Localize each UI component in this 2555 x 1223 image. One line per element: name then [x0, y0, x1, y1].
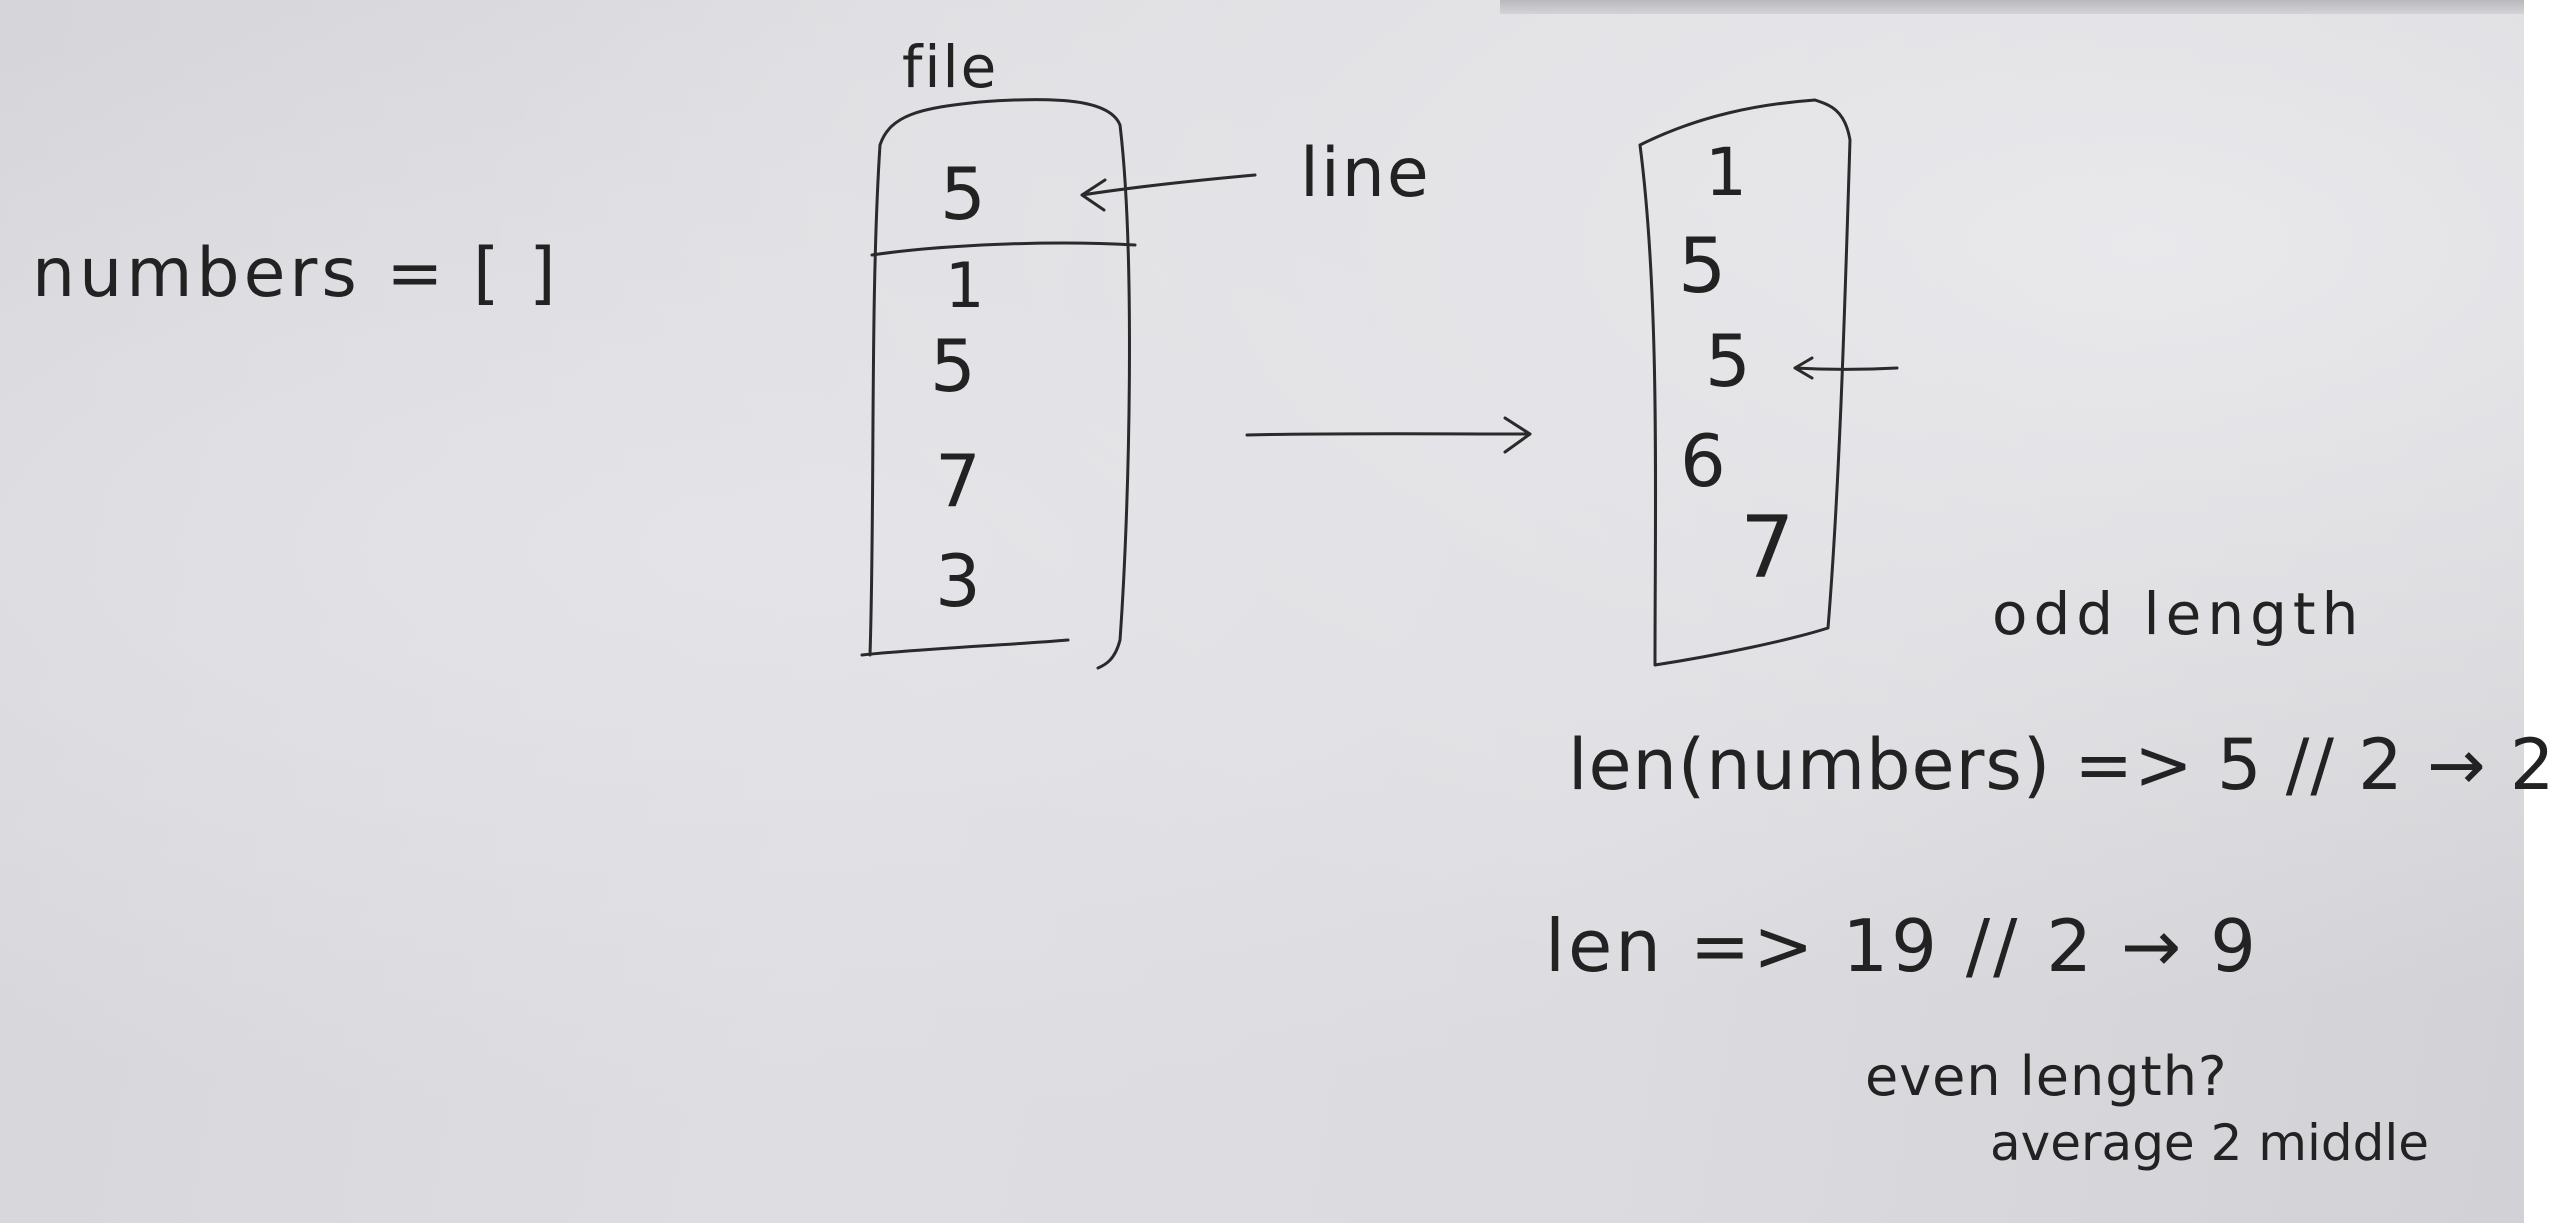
sorted-value-4: 6: [1680, 419, 1728, 503]
sorted-value-5: 7: [1740, 498, 1797, 598]
file-value-1: 5: [940, 152, 988, 236]
transform-arrow: [1245, 416, 1532, 454]
sorted-value-3-median: 5: [1705, 319, 1753, 403]
len-numbers-expression: len(numbers) => 5 // 2 → 2: [1568, 724, 2555, 806]
file-box-outline: [860, 98, 1131, 670]
average-middle-note: average 2 middle: [1990, 1114, 2430, 1172]
sorted-box-outline: [1638, 98, 1852, 667]
sorted-value-2: 5: [1678, 221, 1729, 310]
line-label: line: [1300, 134, 1431, 213]
line-pointer-arrow: [1080, 173, 1257, 212]
file-box-header-divider: [870, 241, 1137, 257]
file-value-3: 5: [930, 324, 978, 408]
file-label: file: [902, 33, 999, 101]
sorted-value-1: 1: [1705, 134, 1749, 211]
numbers-assignment: numbers = [ ]: [32, 234, 560, 313]
even-length-question: even length?: [1865, 1045, 2228, 1108]
file-value-5: 3: [935, 539, 983, 623]
odd-length-label: odd length: [1992, 580, 2365, 648]
whiteboard-frame-edge: [1500, 0, 2524, 14]
file-value-4: 7: [935, 439, 983, 523]
file-value-2: 1: [945, 249, 987, 322]
len-expression: len => 19 // 2 → 9: [1545, 904, 2259, 988]
median-pointer-arrow: [1793, 356, 1899, 380]
